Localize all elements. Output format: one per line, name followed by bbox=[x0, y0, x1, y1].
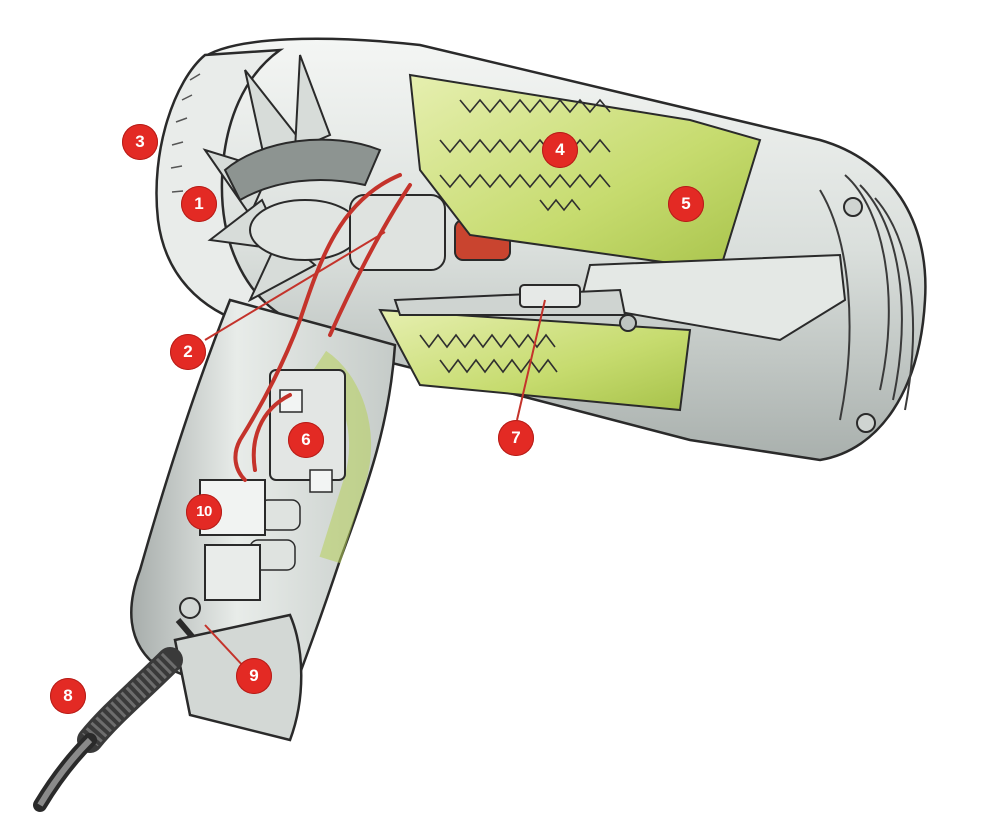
callout-7: 7 bbox=[498, 420, 534, 456]
heating-element bbox=[378, 73, 847, 412]
leader-lines bbox=[204, 231, 546, 669]
callout-6: 6 bbox=[288, 422, 324, 458]
callout-8: 8 bbox=[50, 678, 86, 714]
heating-coil bbox=[439, 98, 611, 212]
motor bbox=[249, 194, 511, 271]
screw-icon bbox=[843, 197, 863, 217]
screw-icon bbox=[856, 413, 876, 433]
power-cord bbox=[33, 647, 183, 812]
callout-5: 5 bbox=[668, 186, 704, 222]
callout-4: 4 bbox=[542, 132, 578, 168]
thermostat-cutout bbox=[393, 284, 637, 332]
air-baffle bbox=[223, 138, 382, 202]
callout-1: 1 bbox=[181, 186, 217, 222]
callout-9: 9 bbox=[236, 658, 272, 694]
wiring bbox=[233, 173, 412, 482]
nozzle-grille bbox=[819, 174, 915, 421]
callout-2: 2 bbox=[170, 334, 206, 370]
callout-3: 3 bbox=[122, 124, 158, 160]
callout-10: 10 bbox=[186, 494, 222, 530]
